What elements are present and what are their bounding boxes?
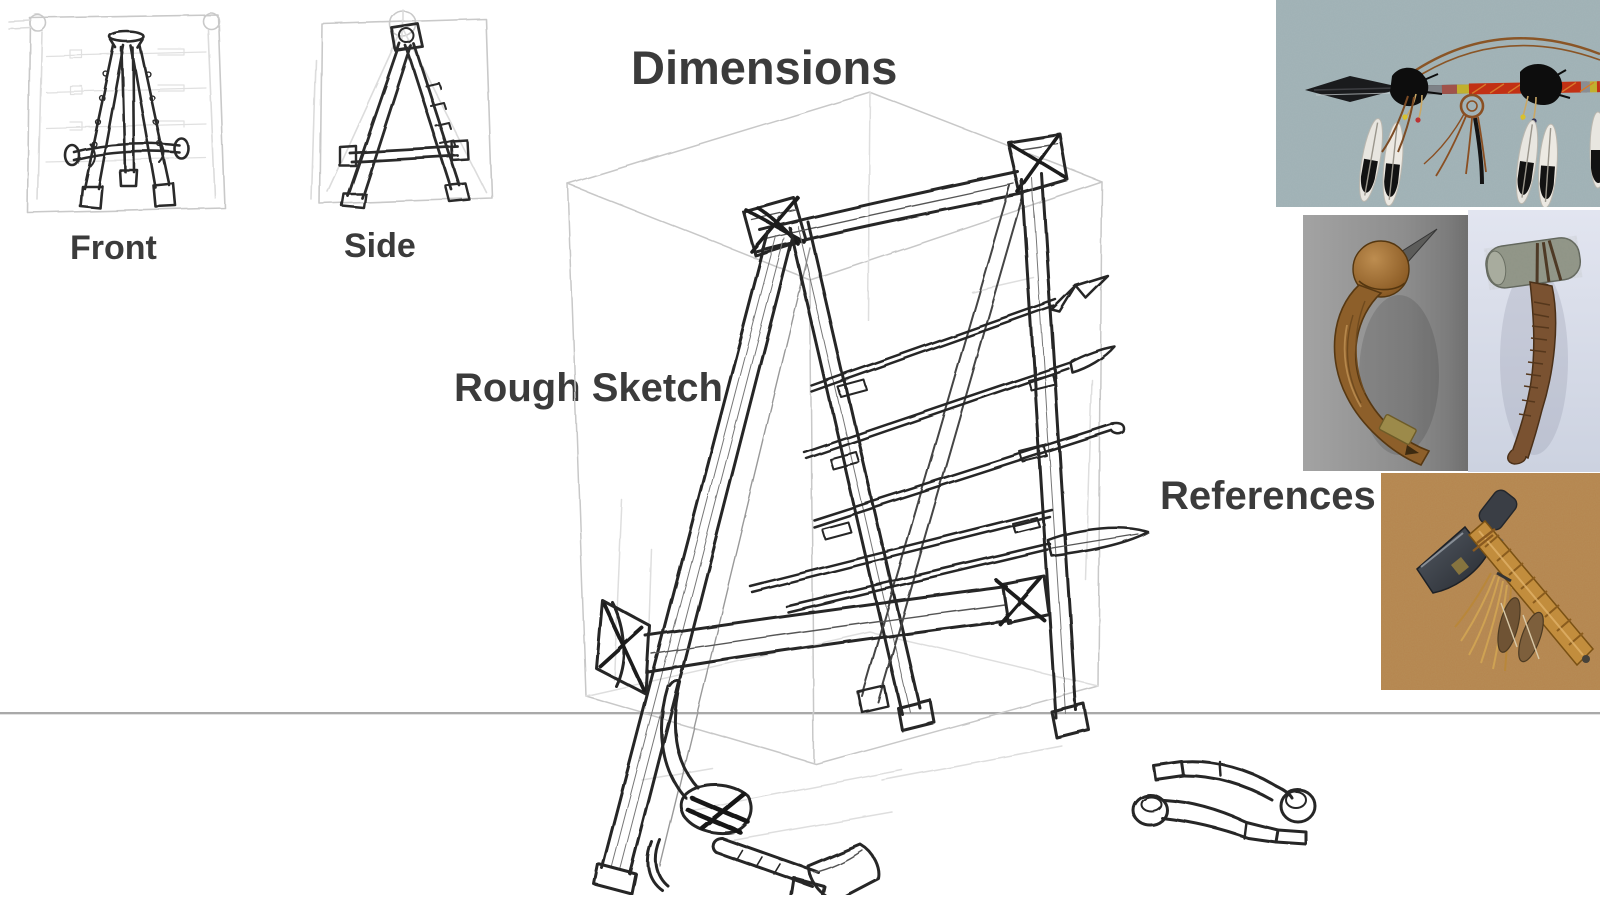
easel-front-drawing xyxy=(63,30,191,210)
club-handle xyxy=(1333,284,1431,467)
stoneclub-handle xyxy=(1507,281,1557,465)
warclub-sketch xyxy=(646,679,753,892)
rough-sketch-drawing xyxy=(552,80,1177,895)
front-view-sketch xyxy=(8,2,246,232)
lance-socket-fringe xyxy=(1381,95,1415,153)
references-label: References xyxy=(1160,474,1376,518)
construction-box xyxy=(8,12,226,214)
dimensions-title: Dimensions xyxy=(631,41,898,94)
reference-photo-lance xyxy=(1276,0,1600,207)
spears xyxy=(748,274,1150,614)
horizontal-divider xyxy=(0,712,1600,715)
easel-side-drawing xyxy=(338,22,472,210)
reference-photo-stoneclub xyxy=(1468,210,1600,472)
tomahawk-sketch xyxy=(711,836,880,895)
tomahawk-feathers xyxy=(1497,597,1544,663)
pipe-upper-right xyxy=(1152,760,1317,824)
reference-photo-warclub xyxy=(1303,215,1468,471)
tomahawk-head xyxy=(1416,489,1518,594)
bottom-lashings xyxy=(598,576,1046,692)
stoneclub-head xyxy=(1485,237,1582,289)
reference-photo-pipetomahawk xyxy=(1381,473,1600,690)
lance-medallion xyxy=(1423,93,1487,185)
pipes-sketch xyxy=(1120,748,1350,848)
lance-fur-tufts xyxy=(1390,63,1571,107)
rope-lashings xyxy=(744,134,1068,254)
construction-box xyxy=(311,9,493,205)
side-view-sketch xyxy=(290,0,518,238)
lance-feather-edge xyxy=(1589,111,1600,189)
spear-pegs xyxy=(821,373,1056,540)
side-view-label: Side xyxy=(344,227,416,265)
lance-spearhead xyxy=(1305,76,1404,102)
club-ball-head xyxy=(1352,240,1410,298)
pipe-lower-left xyxy=(1131,793,1308,846)
rough-sketch-label: Rough Sketch xyxy=(454,366,723,410)
front-view-label: Front xyxy=(70,229,157,267)
lance-cord xyxy=(1415,37,1600,75)
peg-marks xyxy=(425,82,457,148)
lance-feathers-right xyxy=(1515,95,1558,207)
